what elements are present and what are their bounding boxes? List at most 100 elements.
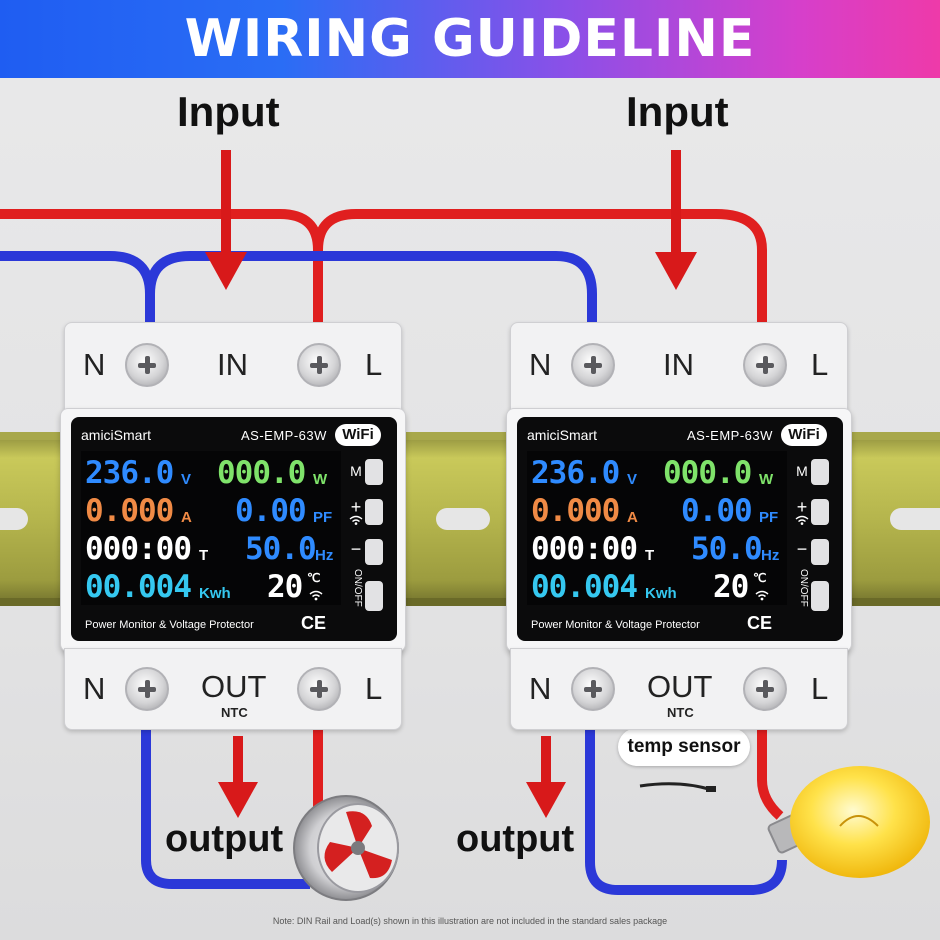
- screw-icon[interactable]: [297, 667, 341, 711]
- model-number: AS-EMP-63W: [687, 428, 773, 443]
- wifi-signal-icon: [755, 590, 769, 601]
- terminal-label-in: IN: [217, 347, 248, 382]
- neutral-output-wire-left: [141, 720, 310, 889]
- temp-sensor-probe-icon: [639, 782, 716, 792]
- terminal-label-ntc: NTC: [667, 705, 694, 720]
- plus-button[interactable]: [365, 499, 383, 525]
- lcd-screen: 236.0 V 000.0 W 0.000 A 0.00 PF 000:00 T…: [527, 451, 787, 605]
- screw-icon[interactable]: [297, 343, 341, 387]
- neutral-input-wire: [0, 251, 597, 322]
- neutral-output-wire-right: [585, 720, 787, 895]
- screw-icon[interactable]: [743, 343, 787, 387]
- m-button[interactable]: [365, 459, 383, 485]
- output-label-right: output: [456, 818, 575, 860]
- onoff-button[interactable]: [365, 581, 383, 611]
- arrow-down-icon: [526, 736, 566, 818]
- button-label-plus: +: [350, 497, 362, 517]
- banner-title: WIRING GUIDELINE: [184, 9, 756, 69]
- power-reading: 000.0: [217, 455, 306, 491]
- terminal-label-n: N: [83, 671, 106, 706]
- brand-logo: amiciSmart: [81, 427, 152, 443]
- button-label-m: M: [350, 463, 362, 479]
- device-caption: Power Monitor & Voltage Protector: [531, 619, 700, 631]
- wifi-signal-icon: [309, 590, 323, 601]
- time-reading: 000:00: [531, 531, 638, 567]
- frequency-reading: 50.0: [245, 531, 317, 567]
- device-caption: Power Monitor & Voltage Protector: [85, 619, 254, 631]
- button-label-onoff: ON/OFF: [798, 569, 809, 607]
- pf-reading: 0.00: [235, 493, 307, 529]
- temperature-reading: 20: [713, 569, 749, 605]
- voltage-reading: 236.0: [85, 455, 174, 491]
- button-label-minus: −: [350, 539, 362, 559]
- live-output-wire-right: [757, 720, 784, 820]
- pf-reading: 0.00: [681, 493, 753, 529]
- temp-sensor-label: temp sensor: [618, 728, 750, 766]
- input-label-right: Input: [626, 88, 729, 135]
- terminal-label-ntc: NTC: [221, 705, 248, 720]
- temperature-unit: ℃: [307, 571, 321, 585]
- terminal-label-l: L: [811, 347, 829, 382]
- current-reading: 0.000: [531, 493, 620, 529]
- bottom-terminal-block: N OUT NTC L: [510, 648, 848, 730]
- voltage-unit: V: [181, 471, 192, 488]
- frequency-reading: 50.0: [691, 531, 763, 567]
- bottom-terminal-block: N OUT NTC L: [64, 648, 402, 730]
- voltage-unit: V: [627, 471, 638, 488]
- terminal-label-l: L: [811, 671, 829, 706]
- disclaimer-note: Note: DIN Rail and Load(s) shown in this…: [272, 916, 668, 926]
- current-unit: A: [181, 509, 192, 526]
- button-label-m: M: [796, 463, 808, 479]
- energy-unit: Kwh: [645, 585, 677, 602]
- energy-unit: Kwh: [199, 585, 231, 602]
- light-bulb-icon: [767, 766, 930, 878]
- voltage-reading: 236.0: [531, 455, 620, 491]
- current-reading: 0.000: [85, 493, 174, 529]
- pf-unit: PF: [313, 509, 333, 526]
- time-reading: 000:00: [85, 531, 192, 567]
- onoff-button[interactable]: [811, 581, 829, 611]
- energy-reading: 00.004: [85, 569, 192, 605]
- button-label-minus: −: [796, 539, 808, 559]
- screw-icon[interactable]: [571, 343, 615, 387]
- screw-icon[interactable]: [125, 667, 169, 711]
- energy-meter-left: N IN L amiciSmart AS-EMP-63W WiFi 236.0 …: [60, 322, 406, 732]
- time-unit: T: [645, 547, 655, 564]
- power-unit: W: [759, 471, 774, 488]
- brand-logo: amiciSmart: [527, 427, 598, 443]
- display-face: amiciSmart AS-EMP-63W WiFi 236.0 V 000.0…: [517, 417, 843, 641]
- plus-button[interactable]: [811, 499, 829, 525]
- wifi-badge: WiFi: [781, 424, 827, 446]
- terminal-label-in: IN: [663, 347, 694, 382]
- terminal-label-l: L: [365, 347, 383, 382]
- screw-icon[interactable]: [571, 667, 615, 711]
- wifi-icon: [349, 515, 363, 525]
- model-number: AS-EMP-63W: [241, 428, 327, 443]
- arrow-down-icon: [205, 150, 247, 290]
- minus-button[interactable]: [811, 539, 829, 565]
- top-terminal-block: N IN L: [510, 322, 848, 412]
- wifi-badge: WiFi: [335, 424, 381, 446]
- terminal-label-l: L: [365, 671, 383, 706]
- temperature-reading: 20: [267, 569, 303, 605]
- minus-button[interactable]: [365, 539, 383, 565]
- screw-icon[interactable]: [743, 667, 787, 711]
- energy-reading: 00.004: [531, 569, 638, 605]
- power-reading: 000.0: [663, 455, 752, 491]
- temperature-unit: ℃: [753, 571, 767, 585]
- fan-icon: [293, 795, 399, 901]
- button-label-plus: +: [796, 497, 808, 517]
- frequency-unit: Hz: [761, 547, 780, 564]
- arrow-down-icon: [218, 736, 258, 818]
- screw-icon[interactable]: [125, 343, 169, 387]
- button-label-onoff: ON/OFF: [352, 569, 363, 607]
- ce-mark: CE: [747, 613, 773, 633]
- display-face: amiciSmart AS-EMP-63W WiFi 236.0 V 000.0…: [71, 417, 397, 641]
- output-label-left: output: [165, 818, 284, 860]
- m-button[interactable]: [811, 459, 829, 485]
- top-terminal-block: N IN L: [64, 322, 402, 412]
- lcd-screen: 236.0 V 000.0 W 0.000 A 0.00 PF 000:00 T…: [81, 451, 341, 605]
- frequency-unit: Hz: [315, 547, 334, 564]
- display-housing: amiciSmart AS-EMP-63W WiFi 236.0 V 000.0…: [60, 408, 406, 652]
- terminal-label-out: OUT: [201, 669, 267, 704]
